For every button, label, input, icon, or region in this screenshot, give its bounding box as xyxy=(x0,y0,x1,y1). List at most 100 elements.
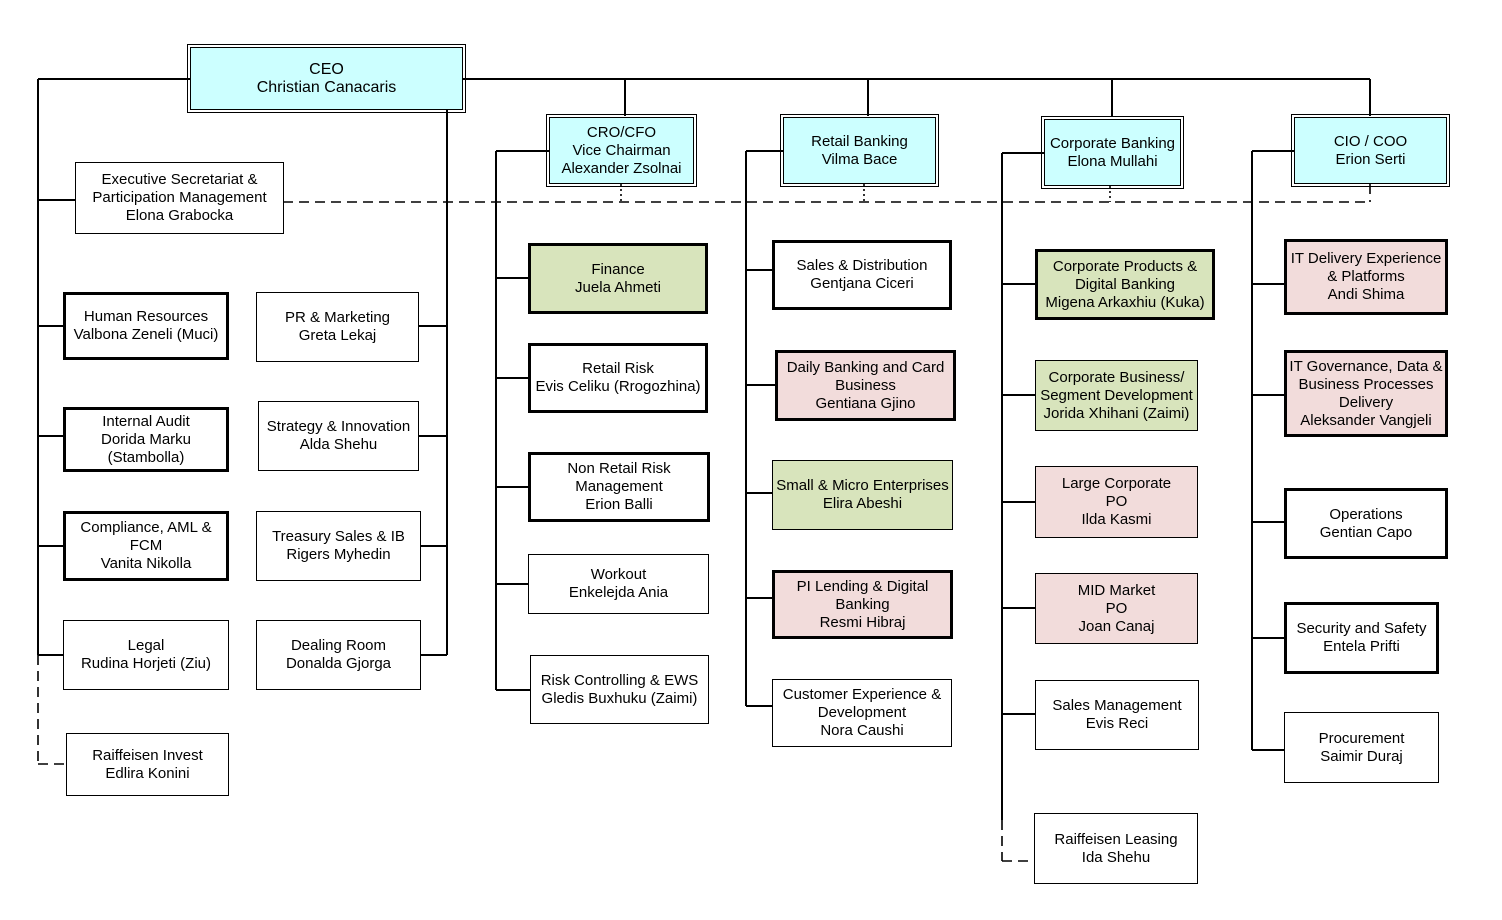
retail-risk-box: Retail Risk Evis Celiku (Rrogozhina) xyxy=(528,343,708,413)
box-line: Edlira Konini xyxy=(105,764,190,782)
cio-head-box: CIO / COO Erion Serti xyxy=(1291,114,1450,187)
box-line: Sales Management xyxy=(1052,697,1182,714)
box-line: Strategy & Innovation xyxy=(266,418,411,435)
box-line: Participation Management xyxy=(92,189,267,206)
box-line: Management xyxy=(575,478,663,495)
box-line: Compliance, AML & xyxy=(80,519,212,536)
box-line: CIO / COO xyxy=(1333,132,1408,150)
box-line: Large Corporate xyxy=(1061,475,1172,492)
raiffeisen-invest-box: Raiffeisen Invest Edlira Konini xyxy=(66,733,229,796)
box-line: Enkelejda Ania xyxy=(568,584,669,601)
corporate-head-box: Corporate Banking Elona Mullahi xyxy=(1041,116,1184,189)
box-line: Finance xyxy=(591,260,645,278)
box-line: Gledis Buxhuku (Zaimi) xyxy=(541,689,698,707)
box-line: Executive Secretariat & xyxy=(101,171,258,188)
human-resources-box: Human Resources Valbona Zeneli (Muci) xyxy=(63,292,229,360)
box-line: Ilda Kasmi xyxy=(1081,511,1152,528)
box-line: Development xyxy=(817,704,907,721)
daily-banking-box: Daily Banking and Card Business Gentiana… xyxy=(775,350,956,421)
box-line: Vice Chairman xyxy=(572,141,671,159)
corporate-business-box: Corporate Business/ Segment Development … xyxy=(1035,360,1198,431)
ceo-title: CEO xyxy=(309,60,344,78)
box-line: Elona Mullahi xyxy=(1067,152,1158,170)
small-micro-box: Small & Micro Enterprises Elira Abeshi xyxy=(772,460,953,530)
box-line: Migena Arkaxhiu (Kuka) xyxy=(1045,293,1205,311)
legal-box: Legal Rudina Horjeti (Ziu) xyxy=(63,620,229,690)
box-line: Internal Audit xyxy=(102,412,190,430)
box-line: Rigers Myhedin xyxy=(286,546,391,563)
box-line: Vilma Bace xyxy=(821,150,898,168)
box-line: CRO/CFO xyxy=(586,123,657,141)
box-line: Daily Banking and Card xyxy=(786,358,945,376)
box-line: Customer Experience & xyxy=(782,686,942,703)
box-line: PR & Marketing xyxy=(284,309,391,326)
sales-distribution-box: Sales & Distribution Gentjana Ciceri xyxy=(772,240,952,310)
box-line: Jorida Xhihani (Zaimi) xyxy=(1043,404,1190,422)
box-line: Erion Serti xyxy=(1335,150,1406,168)
box-line: Business xyxy=(835,376,896,394)
box-line: PO xyxy=(1105,599,1128,617)
box-line: Saimir Duraj xyxy=(1320,747,1403,765)
box-line: Corporate Business/ xyxy=(1048,368,1185,386)
box-line: Evis Reci xyxy=(1085,715,1149,732)
raiffeisen-leasing-box: Raiffeisen Leasing Ida Shehu xyxy=(1034,813,1198,884)
box-line: Gentjana Ciceri xyxy=(810,275,914,292)
corporate-products-box: Corporate Products & Digital Banking Mig… xyxy=(1035,249,1215,320)
box-line: Resmi Hibraj xyxy=(819,613,906,631)
risk-controlling-box: Risk Controlling & EWS Gledis Buxhuku (Z… xyxy=(530,655,709,724)
pr-marketing-box: PR & Marketing Greta Lekaj xyxy=(256,292,419,362)
operations-box: Operations Gentian Capo xyxy=(1284,488,1448,559)
procurement-box: Procurement Saimir Duraj xyxy=(1284,712,1439,783)
box-line: Gentiana Gjino xyxy=(815,394,916,412)
dealing-room-box: Dealing Room Donalda Gjorga xyxy=(256,620,421,690)
box-line: Elira Abeshi xyxy=(822,495,903,512)
box-line: FCM xyxy=(129,537,163,554)
box-line: Risk Controlling & EWS xyxy=(540,671,699,689)
box-line: IT Governance, Data & xyxy=(1289,357,1443,375)
box-line: Delivery xyxy=(1338,393,1394,411)
box-line: Small & Micro Enterprises xyxy=(776,477,949,494)
box-line: Corporate Banking xyxy=(1049,134,1176,152)
box-line: Erion Balli xyxy=(585,496,653,513)
box-line: Security and Safety xyxy=(1296,620,1427,637)
box-line: Retail Banking xyxy=(811,132,908,150)
non-retail-risk-box: Non Retail Risk Management Erion Balli xyxy=(528,452,710,522)
box-line: Nora Caushi xyxy=(820,722,904,739)
mid-market-box: MID Market PO Joan Canaj xyxy=(1035,573,1198,644)
box-line: Andi Shima xyxy=(1327,286,1405,303)
compliance-box: Compliance, AML & FCM Vanita Nikolla xyxy=(63,511,229,581)
ceo-box: CEO Christian Canacaris xyxy=(187,44,466,113)
box-line: Ida Shehu xyxy=(1081,848,1151,866)
box-line: Digital Banking xyxy=(1074,275,1176,293)
large-corporate-box: Large Corporate PO Ilda Kasmi xyxy=(1035,466,1198,538)
box-line: Procurement xyxy=(1318,729,1405,747)
box-line: Legal xyxy=(127,637,165,654)
box-line: IT Delivery Experience xyxy=(1290,250,1442,267)
box-line: Juela Ahmeti xyxy=(575,278,661,296)
box-line: Donalda Gjorga xyxy=(285,655,392,672)
box-line: & Platforms xyxy=(1327,268,1405,285)
exec-secretariat-box: Executive Secretariat & Participation Ma… xyxy=(75,162,284,234)
box-line: Non Retail Risk xyxy=(567,460,671,477)
box-line: Human Resources xyxy=(83,308,209,325)
box-line: Gentian Capo xyxy=(1319,523,1413,541)
box-line: Raiffeisen Invest xyxy=(92,746,203,764)
ceo-name: Christian Canacaris xyxy=(256,78,397,96)
treasury-box: Treasury Sales & IB Rigers Myhedin xyxy=(256,511,421,581)
box-line: Retail Risk xyxy=(582,360,654,377)
box-line: Workout xyxy=(590,566,647,583)
box-line: Joan Canaj xyxy=(1078,617,1155,635)
pi-lending-box: PI Lending & Digital Banking Resmi Hibra… xyxy=(772,570,953,639)
box-line: Dealing Room xyxy=(290,637,387,654)
box-line: Segment Development xyxy=(1040,386,1193,404)
box-line: Banking xyxy=(835,595,890,613)
internal-audit-box: Internal Audit Dorida Marku (Stambolla) xyxy=(63,407,229,472)
security-safety-box: Security and Safety Entela Prifti xyxy=(1284,602,1439,674)
box-line: Elona Grabocka xyxy=(125,207,234,224)
box-line: Aleksander Vangjeli xyxy=(1300,411,1432,429)
box-line: PI Lending & Digital xyxy=(796,577,929,595)
it-delivery-box: IT Delivery Experience & Platforms Andi … xyxy=(1284,239,1448,315)
retail-head-box: Retail Banking Vilma Bace xyxy=(780,114,939,187)
box-line: Vanita Nikolla xyxy=(100,555,192,572)
